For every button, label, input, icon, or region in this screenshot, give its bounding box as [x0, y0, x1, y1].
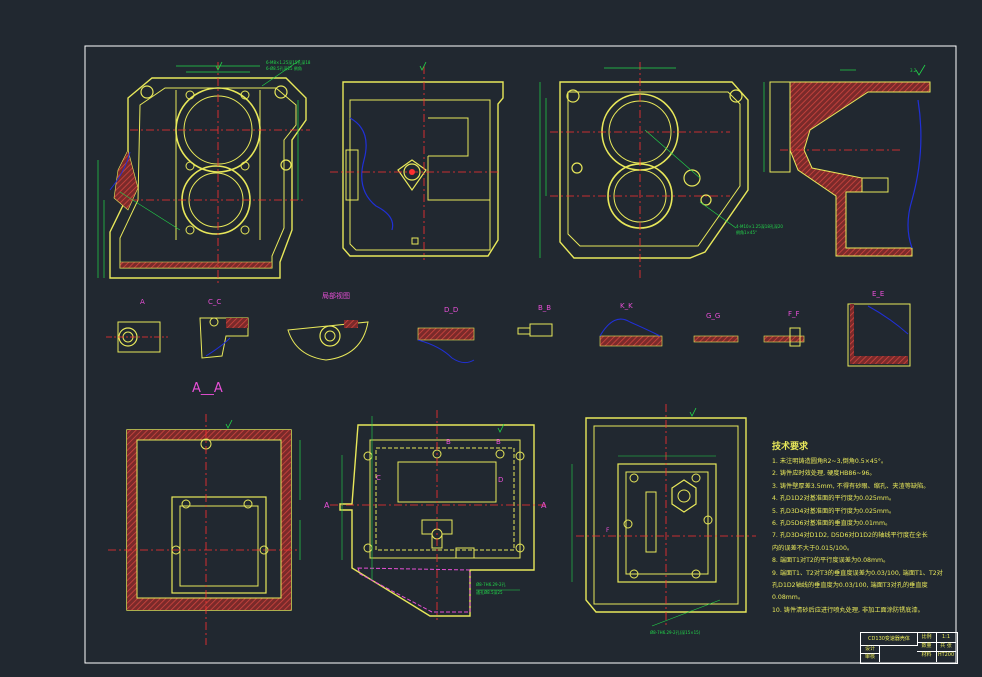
detail-view-g[interactable]: G_G [693, 312, 739, 343]
title-block: CD130变速器壳体 比例 1:1 数量 共 张 设计 审核 材料 HT200 [860, 632, 958, 664]
title-block-qty-label: 数量 [917, 642, 937, 652]
tech-item: 7. 孔D3D4对D1D2, D5D6对D1D2的轴线平行度在全长 [772, 532, 928, 540]
label-section-aa: A__A [192, 381, 223, 396]
callout-top-left-2: 6-Ø8.5孔深25 倒角 [266, 65, 302, 71]
cut-mark-c: C [376, 474, 381, 482]
callout-mid-right: 4-M10×1.25深18孔深20 [736, 223, 783, 229]
label-view-f: F_F [788, 310, 800, 318]
tech-requirements-title: 技术要求 [772, 442, 809, 452]
detail-view-b[interactable]: B_B [517, 304, 553, 337]
title-block-scale-label: 比例 [917, 633, 937, 643]
cut-mark-b2: B [496, 438, 501, 446]
profile-section-view[interactable] [763, 69, 931, 257]
detail-view-local[interactable]: 局部视图 [287, 291, 369, 361]
tech-item: 8. 端面T1对T2的平行度误差为0.08mm。 [772, 557, 890, 565]
cut-mark-d: D [498, 476, 503, 484]
title-block-part-name: CD130变速器壳体 [861, 633, 918, 646]
cut-mark-a-left: A [324, 501, 330, 510]
roughness-symbols: 3.2 [215, 61, 926, 433]
label-view-e: E_E [872, 290, 884, 298]
tech-item: 内的误差不大于0.015/100。 [772, 544, 854, 552]
tech-requirements: 技术要求 1. 未注明铸造圆角R2~3,倒角0.5×45°。 2. 铸件应时效处… [772, 440, 948, 617]
tech-item: 1. 未注明铸造圆角R2~3,倒角0.5×45°。 [772, 458, 888, 465]
cut-mark-a-right: A [541, 501, 547, 510]
tech-item: 孔D1D2轴线的垂直度为0.03/100, 端面T3对孔的垂直度 [772, 582, 928, 590]
label-view-c: C_C [208, 298, 221, 306]
title-block-checker-label: 审核 [861, 653, 880, 662]
tech-item: 4. 孔D1D2对基准面的平行度为0.025mm。 [772, 495, 896, 503]
label-view-b: B_B [538, 304, 551, 312]
cut-mark-f: F [606, 527, 610, 534]
drawing-border [84, 45, 957, 664]
title-block-material-label: 材料 [917, 651, 937, 662]
tech-item: 5. 孔D3D4对基准面的平行度为0.025mm。 [772, 507, 896, 515]
title-block-scale-value: 1:1 [936, 633, 956, 643]
tech-item: 3. 铸件壁厚差3.5mm, 不得有砂眼、缩孔、夹渣等缺陷。 [772, 482, 930, 490]
label-view-local: 局部视图 [322, 291, 350, 300]
side-view[interactable] [330, 66, 504, 260]
bottom-plan-view[interactable]: A A B B C D Ø8-7H6.29-2孔 通孔Ø8.5深25 [324, 410, 548, 620]
section-aa-view[interactable] [108, 414, 301, 645]
roughness-note: 3.2 [910, 68, 917, 73]
rear-view[interactable]: 4-M10×1.25深18孔深20 倒角1×45° [539, 62, 783, 280]
callout-bottom-mid-2: 通孔Ø8.5深25 [476, 589, 503, 595]
title-block-sheet-label: 共 张 [936, 642, 956, 652]
detail-view-e[interactable]: E_E [847, 290, 911, 367]
detail-view-a[interactable]: A [106, 298, 168, 353]
detail-view-c[interactable]: C_C [199, 298, 249, 359]
detail-view-d[interactable]: D_D [417, 306, 475, 364]
tech-item: 6. 孔D5D6对基准面的垂直度为0.01mm。 [772, 520, 892, 528]
front-view[interactable]: 6-M8×1.25深15孔深18 6-Ø8.5孔深25 倒角 [97, 59, 311, 285]
callout-top-left: 6-M8×1.25深15孔深18 [266, 59, 311, 65]
label-view-g: G_G [706, 312, 720, 320]
title-block-designer-label: 设计 [861, 645, 880, 654]
callout-bottom-mid: Ø8-7H6.29-2孔 [476, 581, 506, 587]
tech-item: 10. 铸件清砂后应进行喷丸处理, 非加工面涂防锈底漆。 [772, 606, 924, 614]
label-view-d: D_D [444, 306, 458, 314]
tech-item: 2. 铸件应时效处理, 硬度HB86~96。 [772, 470, 876, 478]
label-view-a: A [140, 298, 145, 306]
detail-view-f[interactable]: F_F [763, 310, 805, 347]
cut-mark-b1: B [446, 438, 451, 446]
detail-view-k[interactable]: K_K [599, 302, 663, 347]
title-block-material-value: HT200 [937, 652, 955, 658]
bottom-right-view[interactable]: F Ø8-7H6.29-2孔(深15×15) [571, 404, 756, 635]
callout-mid-right-2: 倒角1×45° [736, 229, 757, 235]
tech-item: 0.08mm。 [772, 594, 805, 602]
label-view-k: K_K [620, 302, 633, 310]
callout-bottom-right: Ø8-7H6.29-2孔(深15×15) [650, 629, 701, 635]
tech-item: 9. 端面T1、T2对T3的垂直度误差为0.03/100, 端面T1、T2对 [772, 569, 943, 577]
